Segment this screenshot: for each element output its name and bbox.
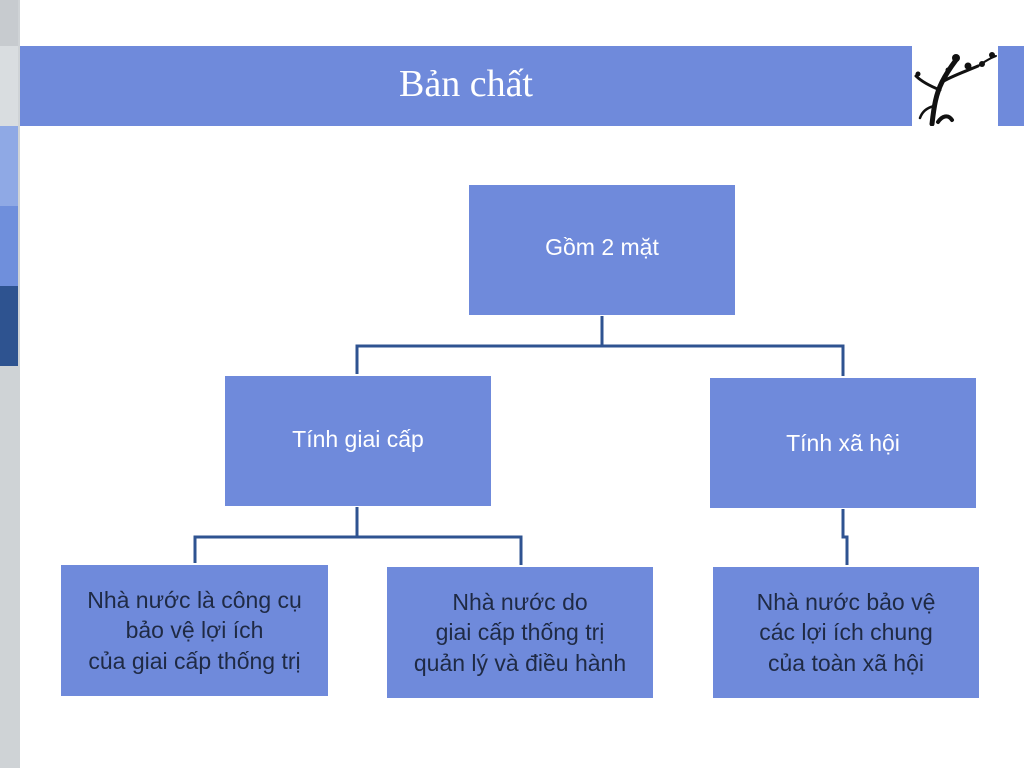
- side-segment: [0, 0, 18, 46]
- node-class-nature-label: Tính giai cấp: [292, 425, 424, 452]
- connector-right-leaf3: [841, 509, 849, 565]
- side-segment: [0, 366, 18, 768]
- leaf-line: Nhà nước do: [452, 588, 588, 615]
- leaf-line: giai cấp thống trị: [435, 619, 605, 646]
- node-leaf-tool-of-ruling-class: Nhà nước là công cụ bảo vệ lợi ích của g…: [61, 565, 328, 696]
- node-class-nature: Tính giai cấp: [225, 376, 491, 506]
- connector-left-leaf1: [193, 507, 359, 563]
- node-leaf-managed-by-ruling-class: Nhà nước do giai cấp thống trị quản lý v…: [387, 567, 653, 698]
- title-bar-edge: [998, 46, 1024, 126]
- ink-plum-branch-icon: [912, 46, 1000, 127]
- connector-root-right: [602, 344, 845, 376]
- slide-title: Bản chất: [398, 63, 533, 105]
- side-segment: [0, 206, 18, 286]
- leaf-line: quản lý và điều hành: [413, 649, 627, 676]
- side-segment: [0, 46, 18, 126]
- node-social-nature-label: Tính xã hội: [786, 429, 900, 456]
- side-segment: [0, 286, 18, 366]
- leaf-line: của giai cấp thống trị: [88, 647, 301, 674]
- side-segment: [0, 126, 18, 206]
- side-decoration-bar: [0, 0, 20, 768]
- leaf-line: của toàn xã hội: [767, 649, 924, 676]
- leaf-line: bảo vệ lợi ích: [125, 617, 264, 644]
- node-social-nature: Tính xã hội: [710, 378, 976, 508]
- title-bar: Bản chất: [20, 46, 912, 126]
- connector-left-leaf2: [357, 535, 523, 565]
- leaf-line: các lợi ích chung: [759, 619, 933, 646]
- leaf-line: Nhà nước là công cụ: [87, 586, 302, 613]
- node-root-label: Gồm 2 mặt: [545, 233, 659, 260]
- leaf-line: Nhà nước bảo vệ: [756, 588, 936, 615]
- node-leaf-protects-common-interests: Nhà nước bảo vệ các lợi ích chung của to…: [713, 567, 979, 698]
- connector-root-left: [355, 316, 604, 374]
- node-root: Gồm 2 mặt: [469, 185, 735, 315]
